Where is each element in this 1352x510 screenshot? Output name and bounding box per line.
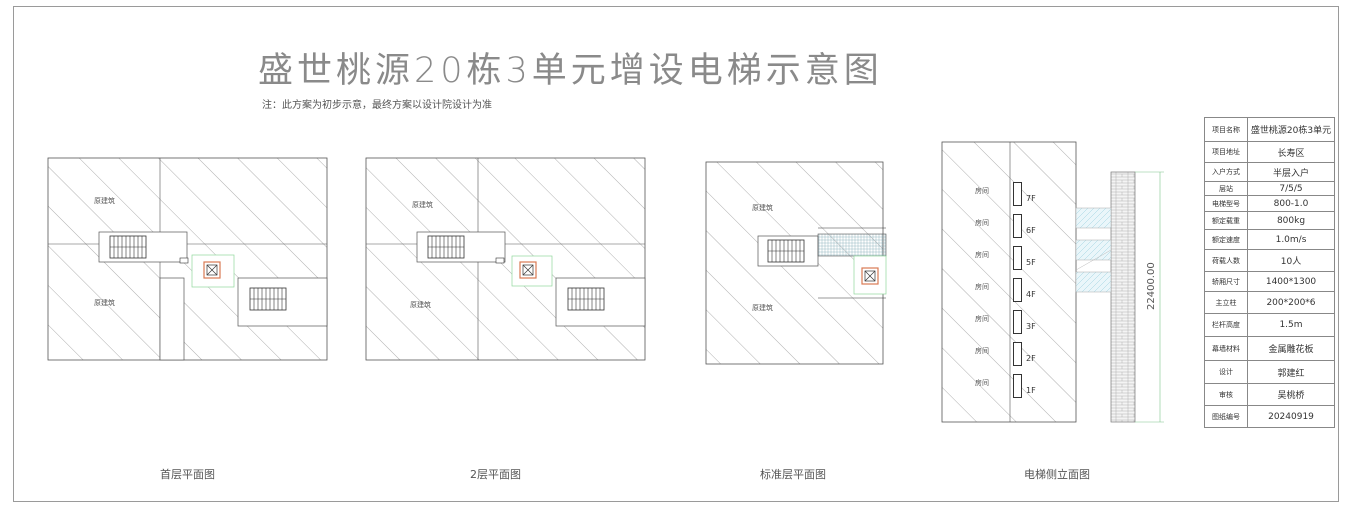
info-key: 额定速度 [1204, 229, 1248, 250]
elevation-door [1013, 310, 1022, 334]
info-row: 幕墙材料金属雕花板 [1204, 336, 1335, 361]
elevation-room-label: 房间 [975, 251, 989, 259]
standard-plan-label-bottom: 原建筑 [752, 304, 773, 312]
elevation-floor-label: 3F [1026, 322, 1036, 331]
elevation-door [1013, 182, 1022, 206]
info-value: 长寿区 [1247, 141, 1335, 163]
info-value: 金属雕花板 [1247, 336, 1335, 361]
drawing-frame [13, 6, 1339, 502]
elevation-floor-label: 2F [1026, 354, 1036, 363]
info-row: 审核吴桃桥 [1204, 383, 1335, 406]
elevation-floor-label: 1F [1026, 386, 1036, 395]
elevation-door [1013, 214, 1022, 238]
info-row: 入户方式半层入户 [1204, 162, 1335, 182]
info-value: 10人 [1247, 249, 1335, 272]
info-value: 200*200*6 [1247, 291, 1335, 314]
info-row: 项目名称盛世桃源20栋3单元 [1204, 117, 1335, 142]
ground-plan-label-top: 原建筑 [94, 197, 115, 205]
info-key: 入户方式 [1204, 162, 1248, 182]
elevation-caption: 电梯侧立面图 [1024, 468, 1090, 481]
elevation-room-label: 房间 [975, 187, 989, 195]
drawing-title: 盛世桃源20栋3单元增设电梯示意图 [258, 51, 883, 91]
info-value: 1.5m [1247, 313, 1335, 337]
info-value: 盛世桃源20栋3单元 [1247, 117, 1335, 142]
elevation-height-dimension: 22400.00 [1146, 262, 1157, 310]
second-floor-plan [365, 157, 646, 361]
elevation-floor-label: 4F [1026, 290, 1036, 299]
info-key: 主立柱 [1204, 291, 1248, 314]
info-value: 1.0m/s [1247, 229, 1335, 250]
info-value: 800kg [1247, 211, 1335, 230]
info-key: 项目名称 [1204, 117, 1248, 142]
info-value: 半层入户 [1247, 162, 1335, 182]
elevation-room-label: 房间 [975, 315, 989, 323]
second-plan-label-top: 原建筑 [412, 201, 433, 209]
info-key: 轿厢尺寸 [1204, 271, 1248, 292]
second-plan-caption: 2层平面图 [470, 468, 521, 481]
info-key: 荷载人数 [1204, 249, 1248, 272]
info-key: 图纸编号 [1204, 405, 1248, 428]
info-value: 1400*1300 [1247, 271, 1335, 292]
elevation-room-label: 房间 [975, 347, 989, 355]
elevation-floor-label: 6F [1026, 226, 1036, 235]
second-plan-label-bottom: 原建筑 [410, 301, 431, 309]
standard-plan-label-top: 原建筑 [752, 204, 773, 212]
info-value: 800-1.0 [1247, 195, 1335, 212]
info-row: 设计郭建红 [1204, 360, 1335, 384]
drawing-note: 注：此方案为初步示意，最终方案以设计院设计为准 [262, 100, 492, 111]
info-row: 项目地址长寿区 [1204, 141, 1335, 163]
info-key: 审核 [1204, 383, 1248, 406]
info-value: 吴桃桥 [1247, 383, 1335, 406]
elevation-door [1013, 246, 1022, 270]
elevation-door [1013, 278, 1022, 302]
info-key: 额定载重 [1204, 211, 1248, 230]
info-key: 电梯型号 [1204, 195, 1248, 212]
ground-plan-label-bottom: 原建筑 [94, 299, 115, 307]
ground-floor-plan [47, 157, 328, 361]
elevation-door [1013, 342, 1022, 366]
info-value: 郭建红 [1247, 360, 1335, 384]
elevation-floor-label: 5F [1026, 258, 1036, 267]
info-key: 项目地址 [1204, 141, 1248, 163]
info-key: 层站 [1204, 181, 1248, 196]
elevator-side-elevation [941, 141, 1164, 423]
elevation-room-label: 房间 [975, 219, 989, 227]
info-key: 幕墙材料 [1204, 336, 1248, 361]
elevation-floor-label: 7F [1026, 194, 1036, 203]
standard-floor-plan [705, 161, 887, 365]
info-value: 7/5/5 [1247, 181, 1335, 196]
elevation-room-label: 房间 [975, 379, 989, 387]
elevation-door [1013, 374, 1022, 398]
standard-plan-caption: 标准层平面图 [760, 468, 826, 481]
elevation-room-label: 房间 [975, 283, 989, 291]
info-key: 栏杆高度 [1204, 313, 1248, 337]
ground-plan-caption: 首层平面图 [160, 468, 215, 481]
info-key: 设计 [1204, 360, 1248, 384]
info-value: 20240919 [1247, 405, 1335, 428]
